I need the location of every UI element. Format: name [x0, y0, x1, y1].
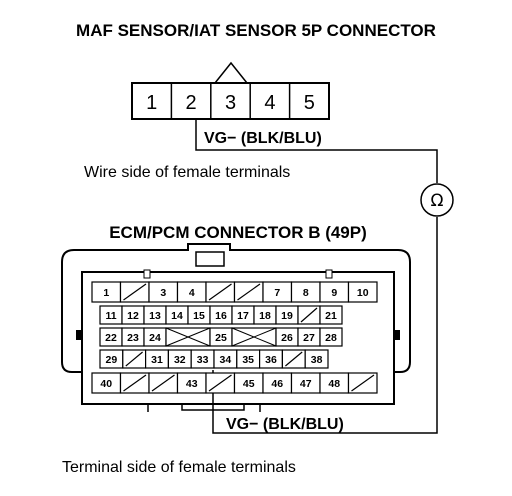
ecm-pin-32: 32 — [174, 354, 186, 366]
ecm-pin-15: 15 — [193, 310, 205, 322]
ecm-pin-21: 21 — [325, 310, 337, 322]
ecm-pin-28: 28 — [325, 332, 337, 344]
ecm-pin-46: 46 — [271, 378, 283, 390]
ecm-pin-48: 48 — [328, 378, 340, 390]
ecm-pin-9: 9 — [331, 287, 337, 299]
ecm-pin-24: 24 — [149, 332, 161, 344]
maf-wire-label: VG− (BLK/BLU) — [204, 130, 322, 147]
ecm-pin-23: 23 — [127, 332, 139, 344]
ecm-pin-25: 25 — [215, 332, 227, 344]
ohmmeter-icon: Ω — [420, 183, 454, 217]
maf-pin-4: 4 — [264, 92, 275, 114]
ecm-pin-14: 14 — [171, 310, 183, 322]
ecm-pin-26: 26 — [281, 332, 293, 344]
ecm-pin-16: 16 — [215, 310, 227, 322]
ecm-pin-10: 10 — [357, 287, 369, 299]
ecm-pin-27: 27 — [303, 332, 315, 344]
ecm-pin-35: 35 — [242, 354, 254, 366]
ecm-pin-40: 40 — [100, 378, 112, 390]
ecm-pin-cell — [347, 281, 378, 303]
maf-connector-title: MAF SENSOR/IAT SENSOR 5P CONNECTOR — [76, 21, 436, 40]
maf-pin-1: 1 — [146, 92, 157, 114]
ecm-pin-43: 43 — [186, 378, 198, 390]
ecm-pin-19: 19 — [281, 310, 293, 322]
ecm-pin-13: 13 — [149, 310, 161, 322]
maf-5p-connector: 1 2 3 4 5 — [131, 61, 330, 120]
ecm-connector-title: ECM/PCM CONNECTOR B (49P) — [109, 223, 367, 242]
ohm-symbol: Ω — [431, 191, 444, 211]
maf-pin-3: 3 — [225, 92, 236, 114]
maf-pin-2: 2 — [186, 92, 197, 114]
ecm-pin-45: 45 — [243, 378, 255, 390]
ecm-pin-1: 1 — [103, 287, 109, 299]
ecm-pin-cell — [319, 305, 343, 325]
ecm-pin-34: 34 — [220, 354, 232, 366]
ecm-pin-38: 38 — [311, 354, 323, 366]
ecm-pin-12: 12 — [127, 310, 139, 322]
ecm-pin-17: 17 — [237, 310, 249, 322]
ecm-pin-8: 8 — [303, 287, 309, 299]
ecm-pin-cell — [304, 349, 329, 369]
maf-pin-5: 5 — [304, 92, 315, 114]
ecm-pin-3: 3 — [160, 287, 166, 299]
ecm-wire-label: VG− (BLK/BLU) — [226, 416, 344, 433]
ecm-terminal-side-caption: Terminal side of female terminals — [62, 459, 296, 476]
ecm-pin-36: 36 — [265, 354, 277, 366]
maf-wire-side-caption: Wire side of female terminals — [84, 164, 290, 181]
ecm-pin-31: 31 — [151, 354, 163, 366]
ecm-pin-18: 18 — [259, 310, 271, 322]
ecm-pin-29: 29 — [106, 354, 118, 366]
test-lead-wire — [195, 119, 438, 183]
ecm-pin-cell — [319, 327, 343, 347]
ecm-pin-7: 7 — [274, 287, 280, 299]
ecm-pin-22: 22 — [105, 332, 117, 344]
ecm-pin-4: 4 — [189, 287, 195, 299]
maf-connector-pins: 1 2 3 4 5 — [146, 83, 315, 119]
ecm-pin-47: 47 — [300, 378, 312, 390]
ecm-pin-11: 11 — [105, 310, 116, 322]
test-lead-wire-lower — [212, 217, 438, 434]
ecm-pin-33: 33 — [197, 354, 209, 366]
